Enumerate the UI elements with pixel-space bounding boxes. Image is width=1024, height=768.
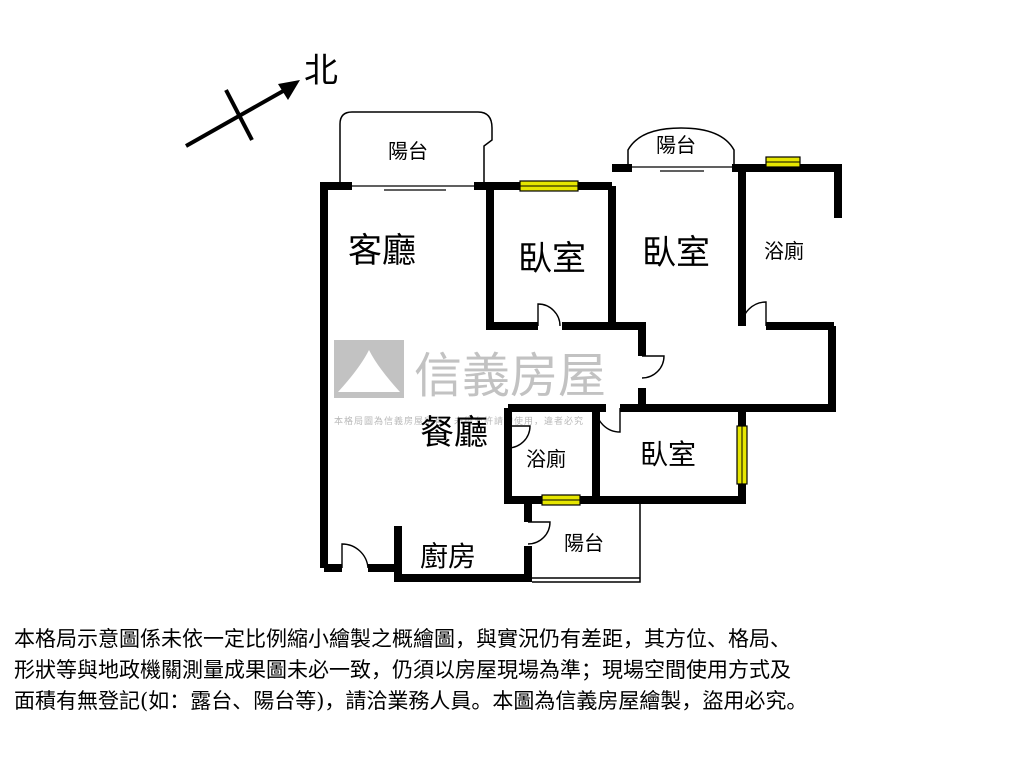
door-swings	[341, 301, 767, 569]
room-label-bedroom-master: 臥室	[642, 233, 710, 273]
compass-arrow-head-icon	[278, 80, 300, 100]
watermark-logo-icon	[334, 340, 404, 398]
room-label-bedroom-1: 臥室	[518, 239, 586, 279]
watermark-notice: 本格局圖為信義房屋所有，未經允許請勿使用，違者必究	[334, 415, 584, 427]
room-label-balcony-north: 陽台	[388, 139, 428, 163]
sliding-doors	[352, 164, 732, 192]
compass: 北	[185, 51, 338, 148]
watermark-brand: 信義房屋	[414, 348, 606, 404]
watermark: 信義房屋 本格局圖為信義房屋所有，未經允許請勿使用，違者必究	[334, 340, 606, 427]
room-label-kitchen: 廚房	[420, 540, 476, 573]
disclaimer-text: 本格局示意圖係未依一定比例縮小繪製之概繪圖，與實況仍有差距，其方位、格局、 形狀…	[14, 627, 808, 713]
room-label-bathroom-2: 浴廁	[764, 239, 804, 263]
windows	[519, 156, 801, 506]
room-label-balcony-kitchen: 陽台	[564, 531, 604, 555]
room-label-living-room: 客廳	[348, 231, 416, 271]
room-label-bathroom-1: 浴廁	[526, 447, 566, 471]
room-label-bedroom-3: 臥室	[640, 438, 696, 471]
floor-plan: 北 信義房屋 本格局圖為信義房屋所有，未經允許請勿使用，違者必究	[185, 51, 842, 583]
room-label-balcony-bay: 陽台	[656, 133, 696, 157]
compass-north-label: 北	[304, 51, 338, 91]
compass-cross-bar	[224, 89, 254, 141]
room-label-dining-room: 餐廳	[420, 413, 488, 453]
